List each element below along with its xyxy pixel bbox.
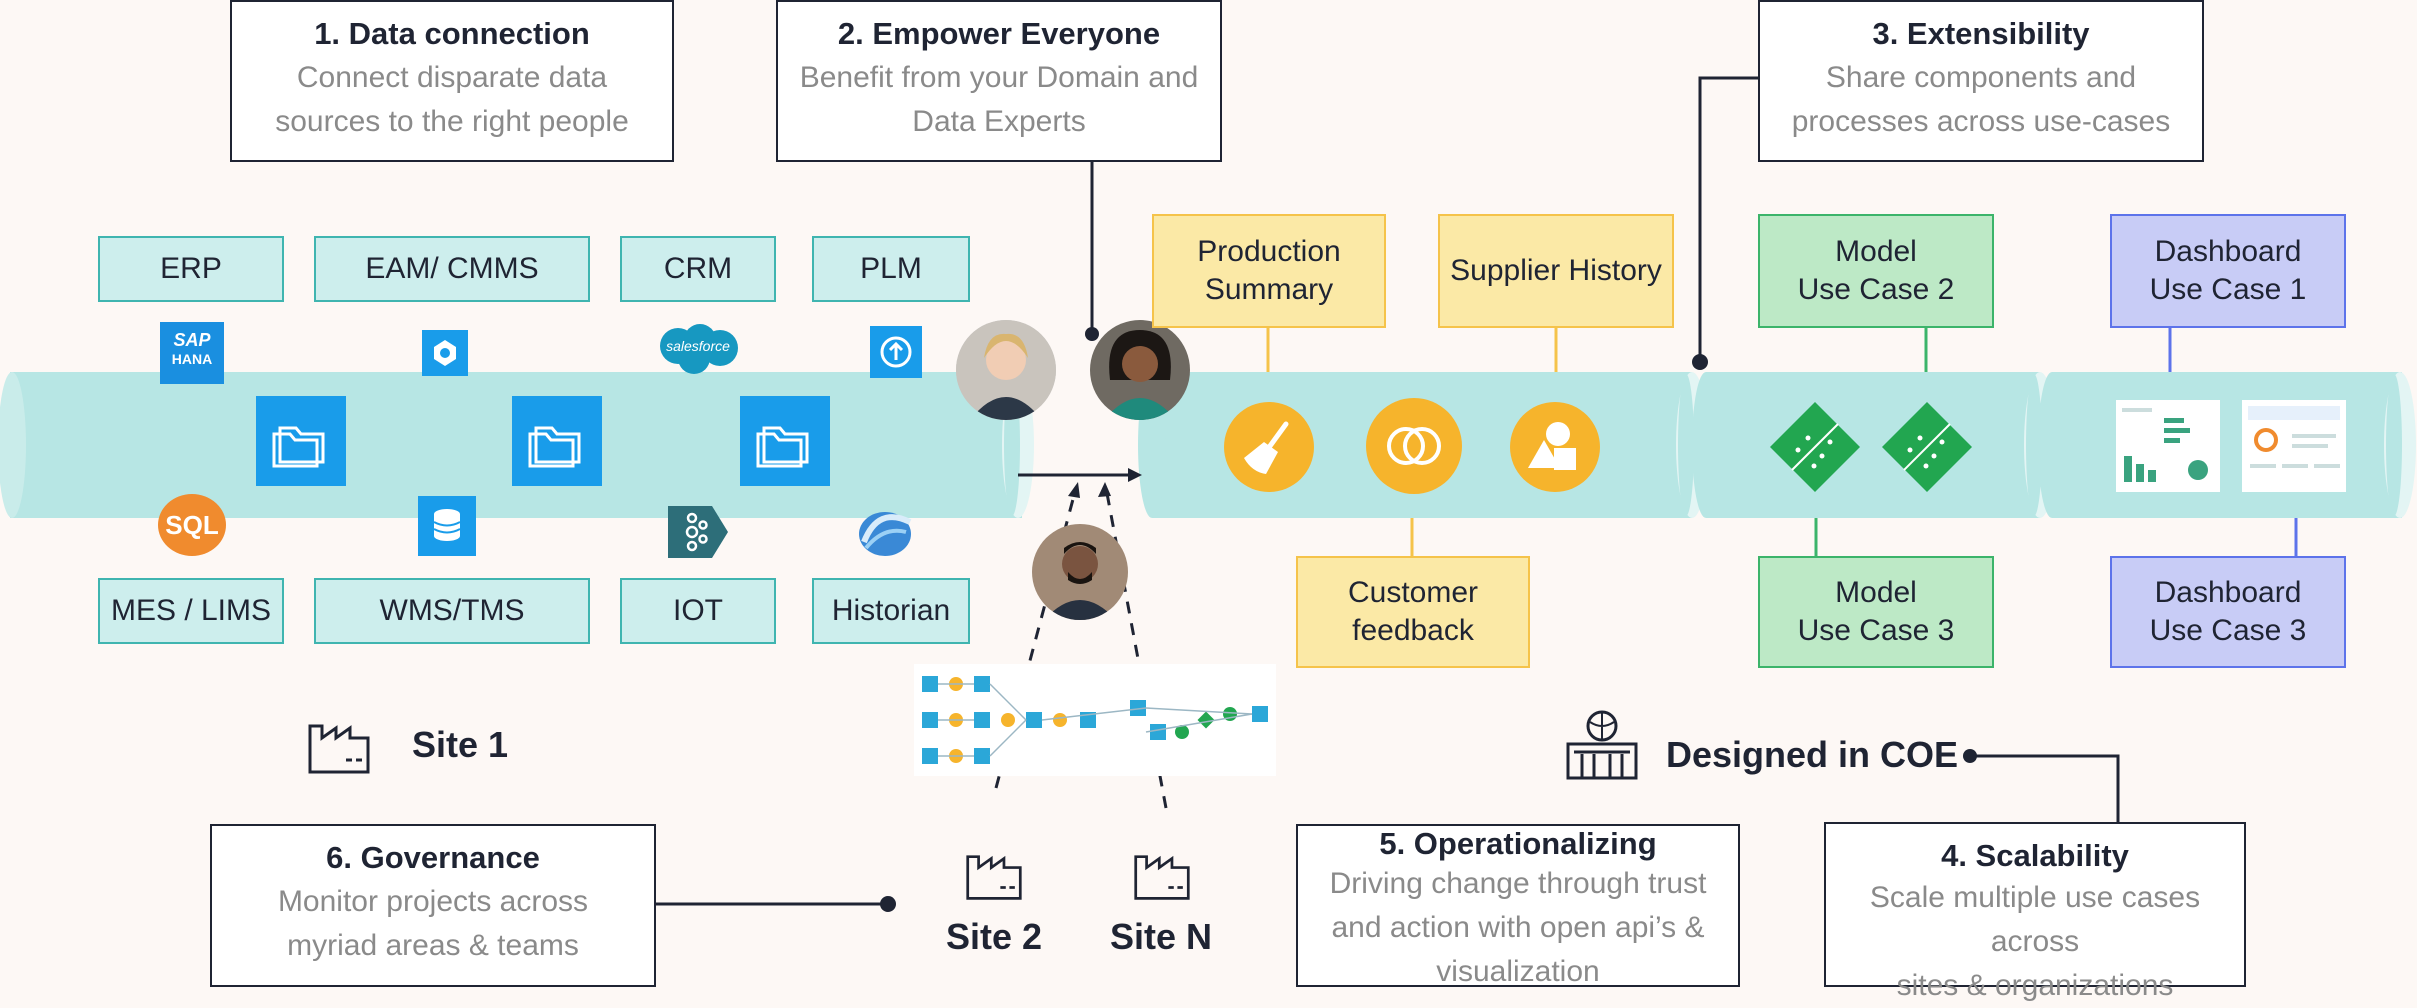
model-diamond-icon	[1768, 400, 1862, 494]
callout-data-connection: 1. Data connection Connect disparate dat…	[230, 0, 674, 162]
gcp-icon	[422, 330, 468, 376]
dashboard-thumbnail	[2116, 400, 2220, 492]
box-line: Use Case 1	[2149, 273, 2307, 306]
kafka-icon	[668, 506, 728, 558]
callout-title: 1. Data connection	[314, 16, 590, 51]
site-1-label: Site 1	[412, 724, 509, 765]
source-iot: IOT	[620, 578, 776, 644]
shapes-icon	[1510, 402, 1600, 492]
source-erp: ERP	[98, 236, 284, 302]
upload-icon	[870, 326, 922, 378]
site-n-label: Site N	[1110, 916, 1213, 957]
box-line: Dashboard	[2154, 576, 2302, 609]
box-line: Model	[1835, 235, 1917, 268]
factory-icon	[964, 844, 1024, 902]
source-wms-tms: WMS/TMS	[314, 578, 590, 644]
source-crm: CRM	[620, 236, 776, 302]
callout-title: 2. Empower Everyone	[837, 16, 1161, 51]
source-historian: Historian	[812, 578, 970, 644]
broom-icon	[1224, 402, 1314, 492]
box-line: Dashboard	[2154, 235, 2302, 268]
callout-title: 3. Extensibility	[1872, 16, 2090, 51]
callout-title: 6. Governance	[326, 840, 540, 875]
historian-icon	[854, 504, 916, 560]
sql-icon: SQL	[158, 494, 226, 556]
callout-operationalizing: 5. Operationalizing Driving change throu…	[1296, 824, 1740, 987]
source-mes-lims: MES / LIMS	[98, 578, 284, 644]
workflow-canvas	[914, 664, 1276, 776]
database-icon	[418, 496, 476, 556]
salesforce-logo: salesforce	[652, 320, 744, 376]
box-line: Model	[1835, 576, 1917, 609]
sap-logo-text: SAP	[173, 330, 211, 350]
box-line: Use Case 3	[1797, 614, 1955, 647]
source-eam-cmms: EAM/ CMMS	[314, 236, 590, 302]
callout-empower-everyone: 2. Empower Everyone Benefit from your Do…	[776, 0, 1222, 162]
hana-logo-text: HANA	[171, 351, 213, 367]
site-2-label: Site 2	[946, 916, 1043, 957]
factory-icon	[1132, 844, 1192, 902]
avatar-data-expert	[1090, 320, 1190, 420]
factory-icon	[306, 712, 372, 776]
coe-label: Designed in COE	[1666, 734, 1959, 775]
box-line: Use Case 2	[1797, 273, 1955, 306]
analytics-customer-feedback: Customer feedback	[1296, 556, 1530, 668]
callout-title: 5. Operationalizing	[1379, 826, 1657, 861]
callout-scalability: 4. Scalability Scale multiple use cases …	[1824, 822, 2246, 1002]
sql-text: SQL	[165, 510, 219, 540]
rings-icon	[1366, 398, 1462, 494]
box-line: Production	[1197, 235, 1341, 268]
analytics-supplier-history: Supplier History	[1438, 214, 1674, 328]
folder-icon	[512, 396, 602, 486]
box-line: Use Case 3	[2149, 614, 2307, 647]
model-diamond-icon	[1880, 400, 1974, 494]
avatar-domain-expert	[956, 320, 1056, 420]
pipe-segment-dashboards	[2038, 372, 2416, 518]
box-line: feedback	[1352, 614, 1474, 647]
avatar-operator	[1032, 524, 1128, 620]
folder-icon	[740, 396, 830, 486]
box-line: Supplier History	[1450, 254, 1662, 287]
salesforce-text: salesforce	[666, 338, 730, 354]
folder-icon	[256, 396, 346, 486]
callout-title: 4. Scalability	[1941, 838, 2129, 873]
sap-hana-logo: SAP HANA	[160, 322, 224, 384]
pipe-segment-models	[1692, 372, 2056, 518]
stadium-icon	[1564, 708, 1640, 782]
box-line: Customer	[1347, 576, 1479, 609]
box-line: Summary	[1204, 273, 1334, 306]
dashboard-thumbnail	[2242, 400, 2346, 492]
source-plm: PLM	[812, 236, 970, 302]
